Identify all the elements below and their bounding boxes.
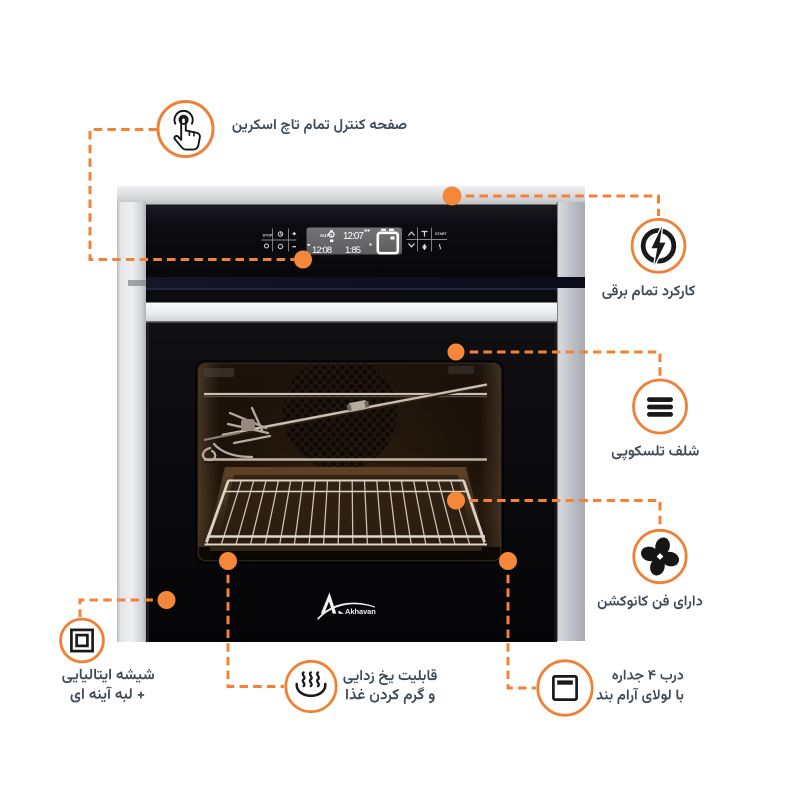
svg-text:12:08: 12:08 — [312, 245, 332, 256]
svg-text:12:07: 12:07 — [343, 231, 363, 242]
svg-text:AUTO: AUTO — [320, 233, 333, 238]
svg-text:START: START — [435, 232, 448, 236]
svg-text:Akhavan: Akhavan — [345, 607, 376, 616]
svg-text:1:85: 1:85 — [345, 245, 361, 256]
svg-text:STOP: STOP — [263, 234, 273, 238]
